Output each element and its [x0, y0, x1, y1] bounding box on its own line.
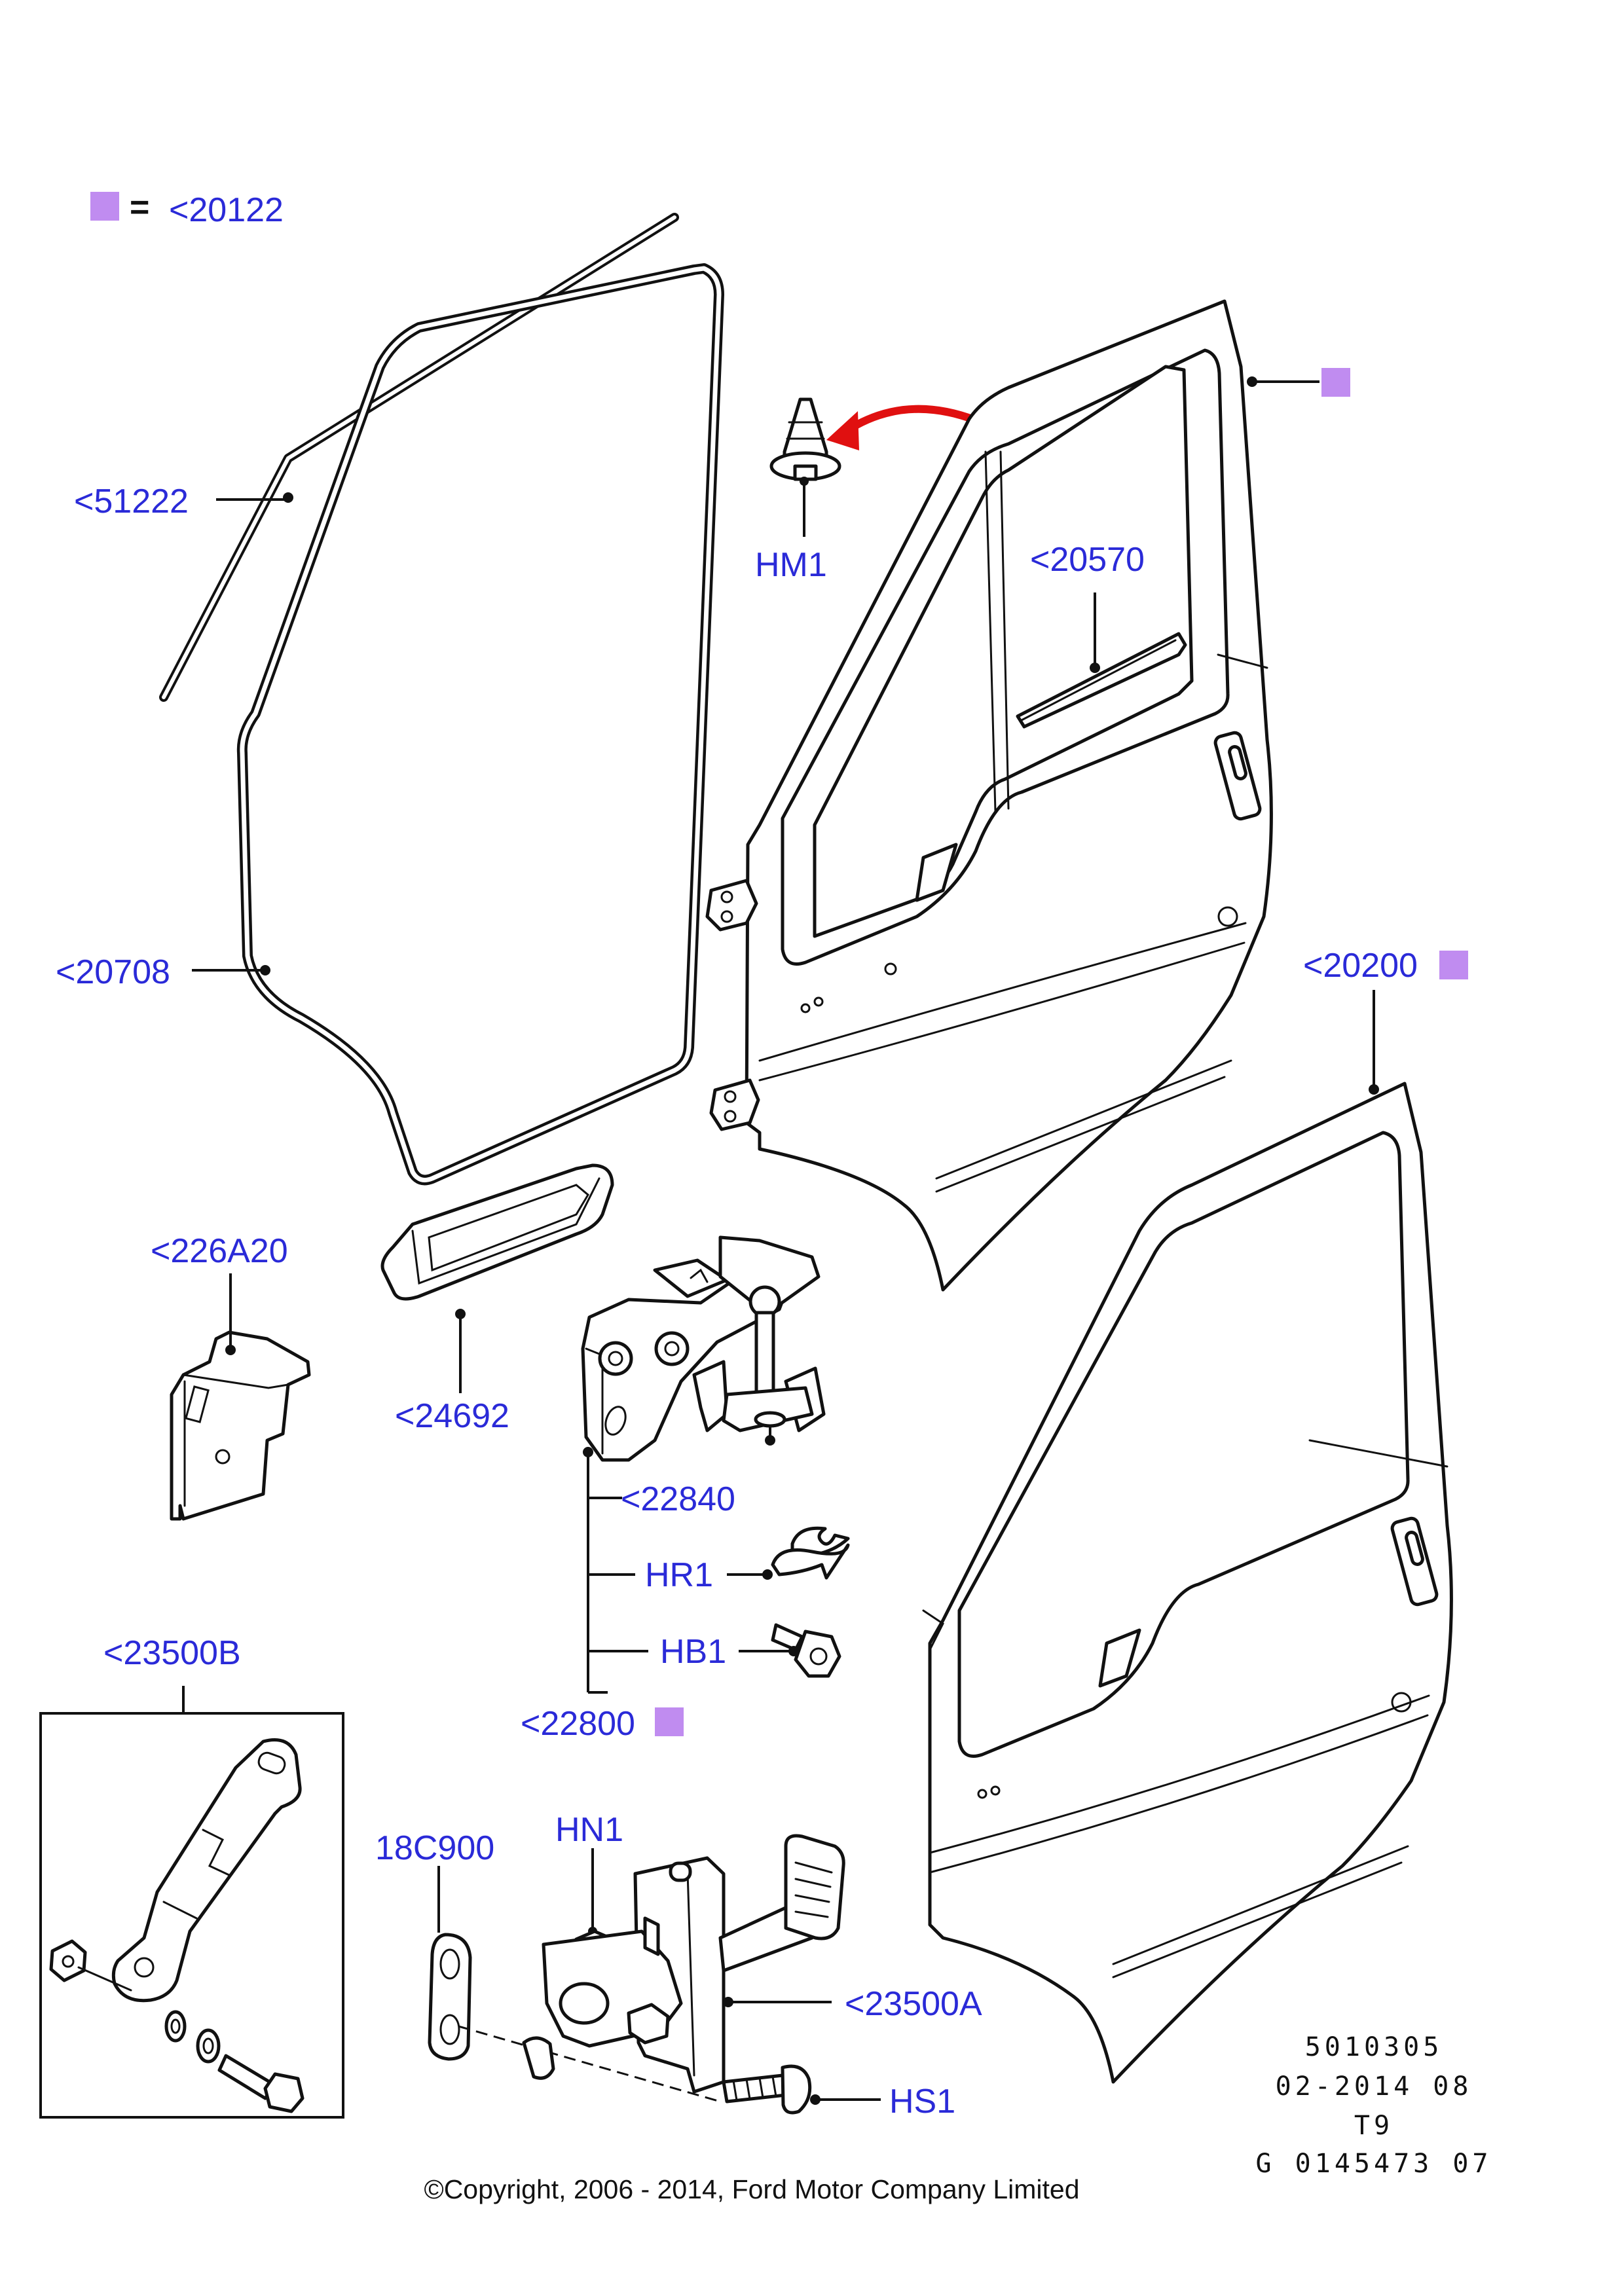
label-hinge-ring: HR1 [645, 1556, 713, 1594]
label-door-assembly: <20200 [1303, 947, 1418, 985]
red-arrow-head [826, 411, 859, 450]
marker-door-assembly [1439, 951, 1468, 979]
label-gasket: 18C900 [375, 1829, 494, 1867]
legend-ref-label: <20122 [169, 191, 284, 229]
door-seal-part [236, 263, 724, 1186]
label-check-strap-kit: <23500B [103, 1634, 241, 1672]
copyright-text: ©Copyright, 2006 - 2014, Ford Motor Comp… [424, 2174, 1079, 2204]
check-strap-part [522, 1834, 845, 2094]
label-check-strap: <23500A [845, 1985, 982, 2023]
bracket-part [170, 1330, 311, 1521]
handle-pad-part [380, 1163, 614, 1301]
gasket-part [428, 1866, 721, 2103]
red-arrow [842, 405, 978, 435]
legend: = <20122 [90, 189, 284, 229]
door-shell-upper-part [705, 299, 1273, 1292]
ref-line-3: T9 [1354, 2111, 1393, 2141]
channel-leader [1090, 592, 1100, 673]
legend-marker [90, 192, 119, 221]
label-hinge-assembly: <22800 [521, 1705, 635, 1743]
check-strap-kit-part [49, 1738, 304, 2113]
label-hinge-upper: <22840 [621, 1480, 735, 1518]
clip-part [769, 397, 841, 481]
door-assembly-part [922, 1082, 1453, 2084]
label-handle-pad: <24692 [395, 1397, 509, 1435]
label-nut: HN1 [555, 1811, 623, 1849]
label-window-channel: <20570 [1030, 541, 1145, 579]
label-bracket: <226A20 [151, 1232, 288, 1270]
hinge-leaders [583, 1427, 775, 1694]
label-screw: HS1 [889, 2083, 955, 2121]
marker-door-shell [1321, 368, 1350, 397]
label-door-seal: <20708 [56, 953, 170, 991]
marker-hinge-assembly [655, 1707, 684, 1736]
ref-line-4: G 0145473 07 [1256, 2149, 1492, 2179]
label-clip: HM1 [755, 546, 827, 584]
label-hinge-bolt: HB1 [660, 1633, 726, 1671]
ref-line-1: 5010305 [1305, 2032, 1443, 2062]
leader-lines [192, 376, 1379, 1393]
ref-line-2: 02-2014 08 [1276, 2071, 1473, 2102]
hinge-ring-part [727, 1526, 850, 1580]
screw-part [722, 2064, 881, 2115]
hinge-assembly-part [581, 1235, 826, 1462]
hinge-bolt-part [739, 1623, 841, 1678]
legend-equals: = [130, 189, 149, 227]
label-seal-strip: <51222 [74, 483, 189, 520]
